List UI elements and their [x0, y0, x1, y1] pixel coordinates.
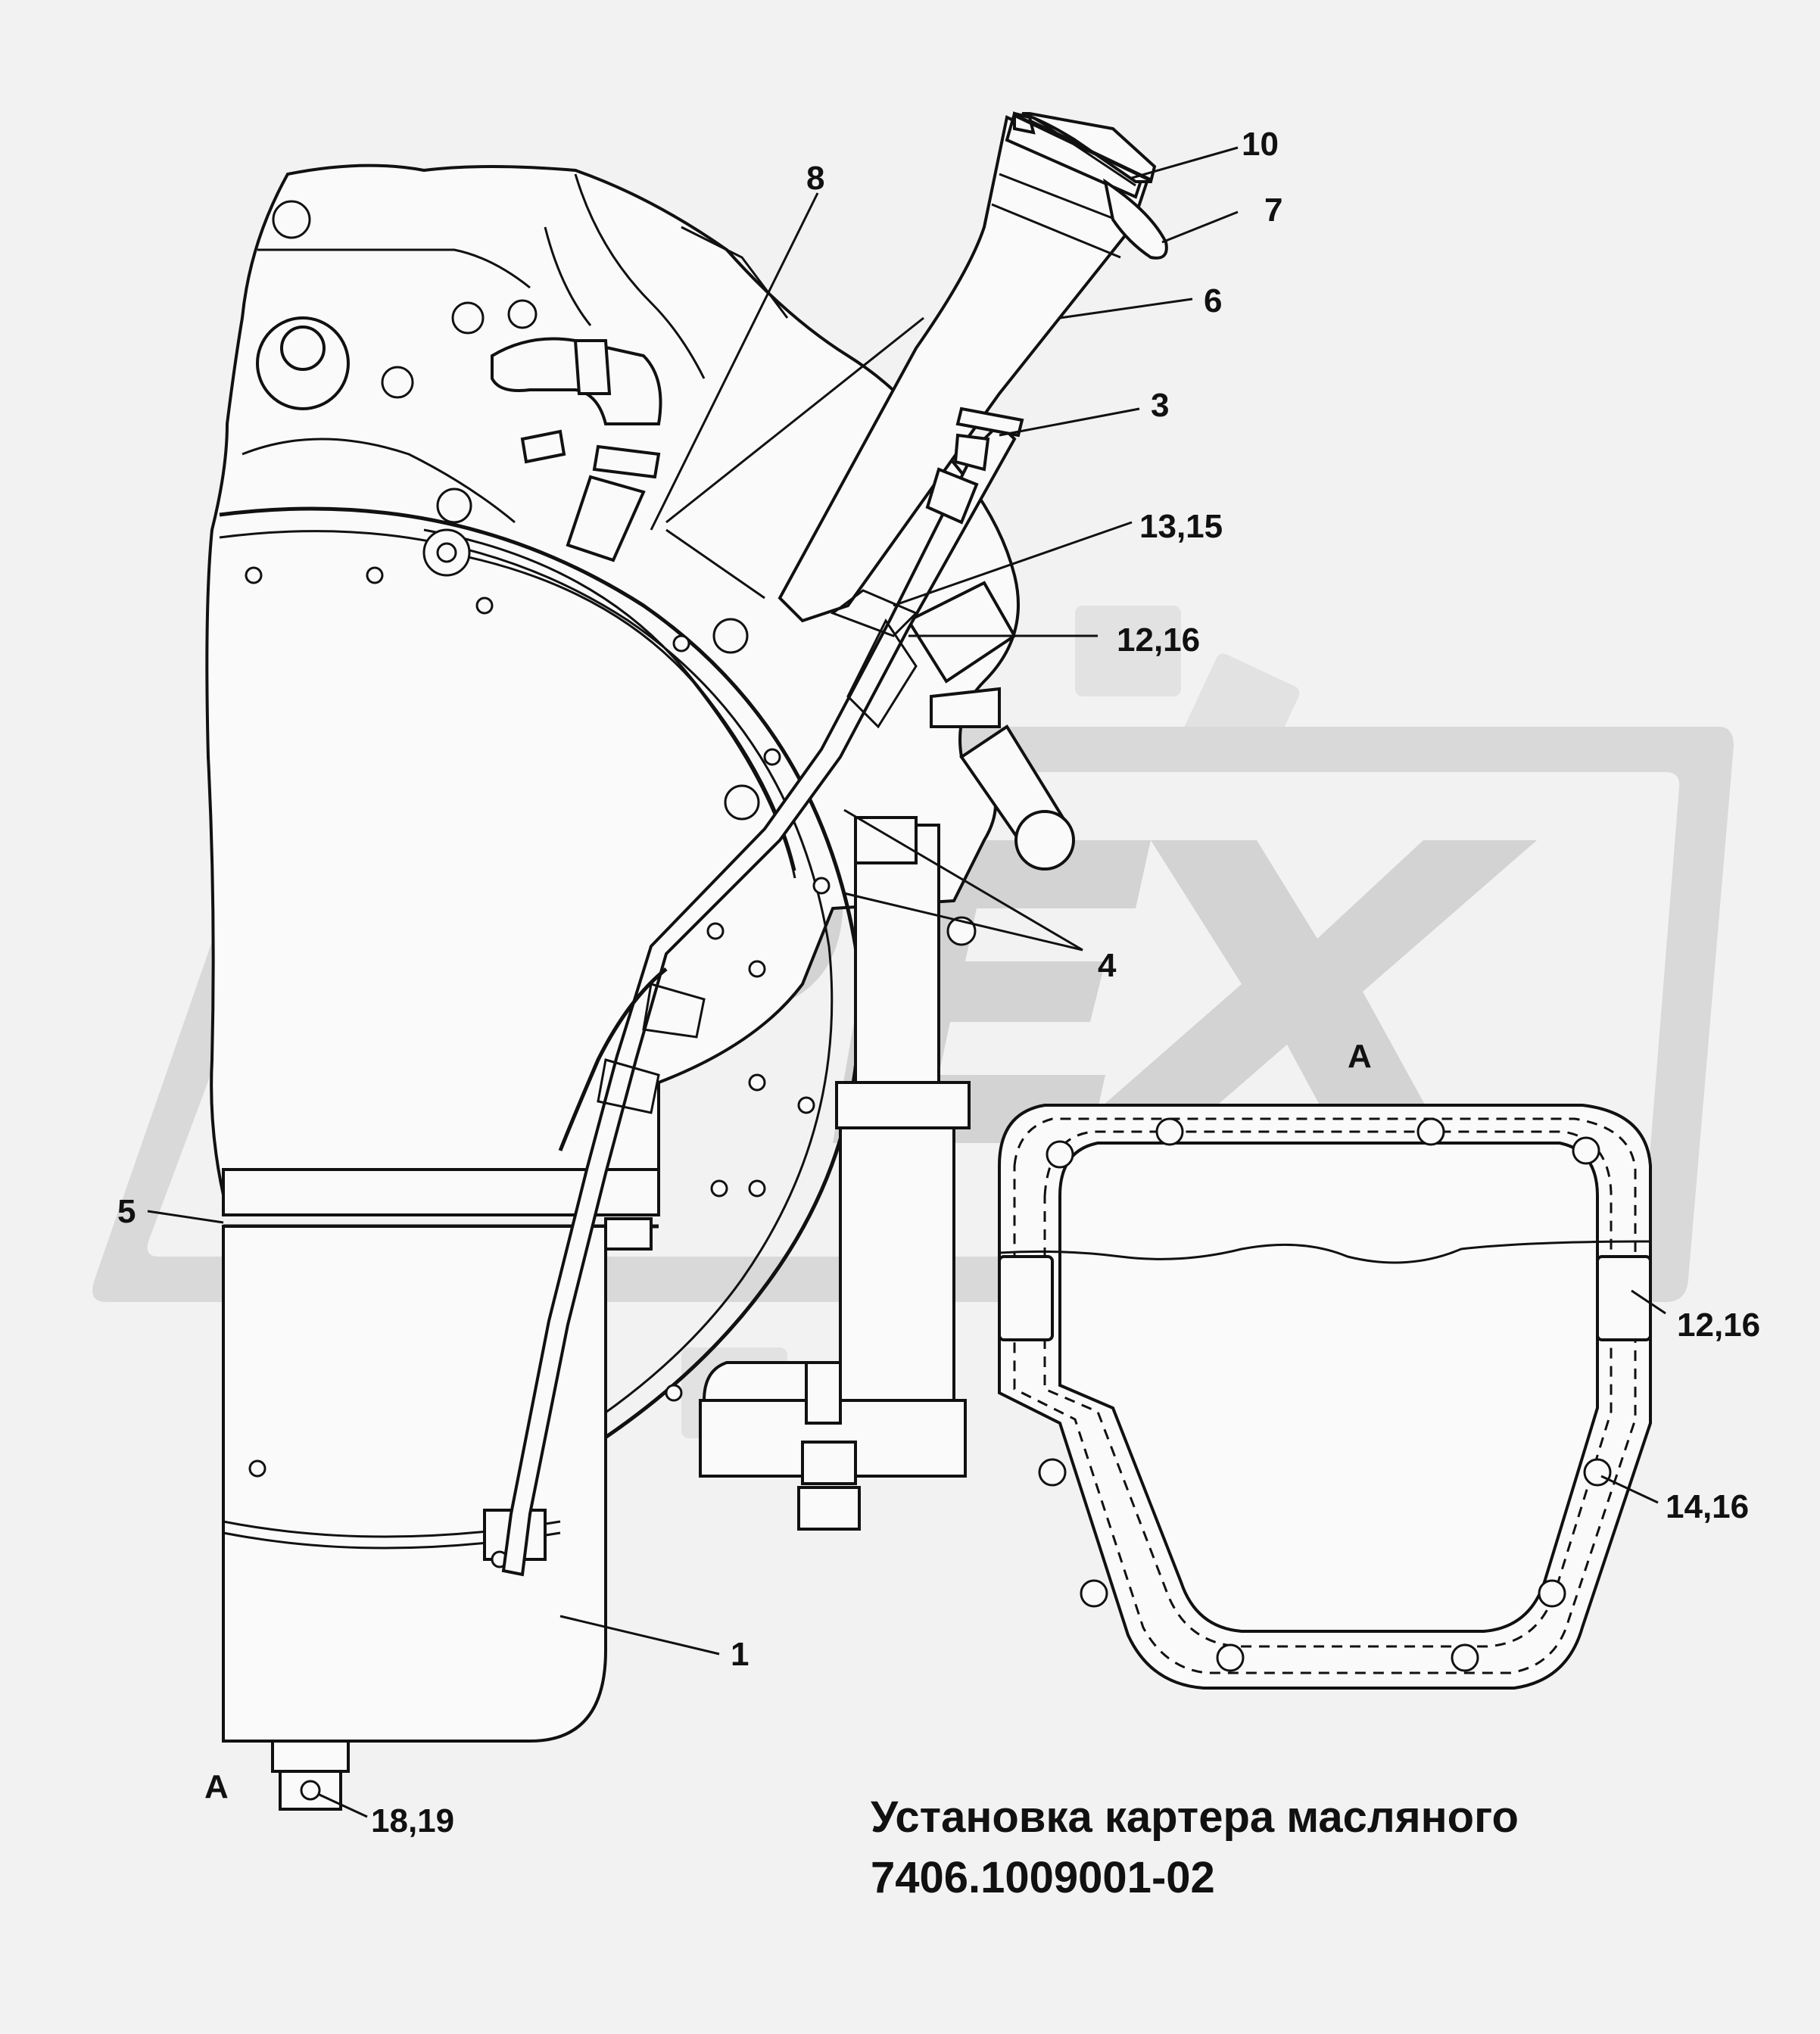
filter-bolt: [801, 1441, 857, 1485]
title-line-1: Установка картера масляного: [871, 1793, 1519, 1842]
drawing-title: Установка картера масляного 7406.1009001…: [871, 1793, 1519, 1902]
callout-18-19: 18,19: [371, 1802, 454, 1839]
engine-block: [205, 164, 1020, 1213]
gasket-dashed-outline: [1013, 1117, 1637, 1674]
bolt: [272, 200, 311, 239]
oil-pan: [222, 1168, 660, 1811]
dipstick-guide: [501, 422, 1017, 1577]
callout-1: 1: [731, 1636, 749, 1673]
callout-6: 6: [1204, 282, 1222, 319]
view-a-gasket-detail: [998, 1104, 1652, 1690]
callout-5: 5: [117, 1193, 136, 1230]
coolant-elbow: [491, 337, 662, 425]
leader-lines: [147, 146, 1666, 1818]
oil-filter: [699, 581, 1075, 1531]
drain-plug-base: [271, 1740, 350, 1773]
oil-filler-tube: [501, 111, 1168, 1577]
callout-14-16: 14,16: [1666, 1488, 1749, 1525]
cap-tether: [1103, 178, 1168, 260]
callout-10: 10: [1242, 126, 1279, 163]
callout-4: 4: [1098, 947, 1117, 984]
callout-3: 3: [1151, 387, 1169, 424]
title-line-2: 7406.1009001-02: [871, 1853, 1215, 1902]
callout-7: 7: [1264, 192, 1282, 229]
filter-housing: [699, 1399, 967, 1478]
oil-pan-body: [222, 1225, 607, 1743]
view-a-detail-label: A: [1348, 1038, 1372, 1075]
callout-8: 8: [806, 160, 824, 197]
callout-13-15: 13,15: [1139, 508, 1223, 545]
view-a-marker: A: [204, 1768, 229, 1805]
callout-labels: 10 7 6 8 3 13,15 12,16 4 5 1 18,19 12,16…: [117, 126, 1760, 1839]
callout-12-16-detail: 12,16: [1677, 1307, 1760, 1344]
watermark-letter-x: [1060, 840, 1537, 1143]
callout-12-16-top: 12,16: [1117, 621, 1200, 659]
